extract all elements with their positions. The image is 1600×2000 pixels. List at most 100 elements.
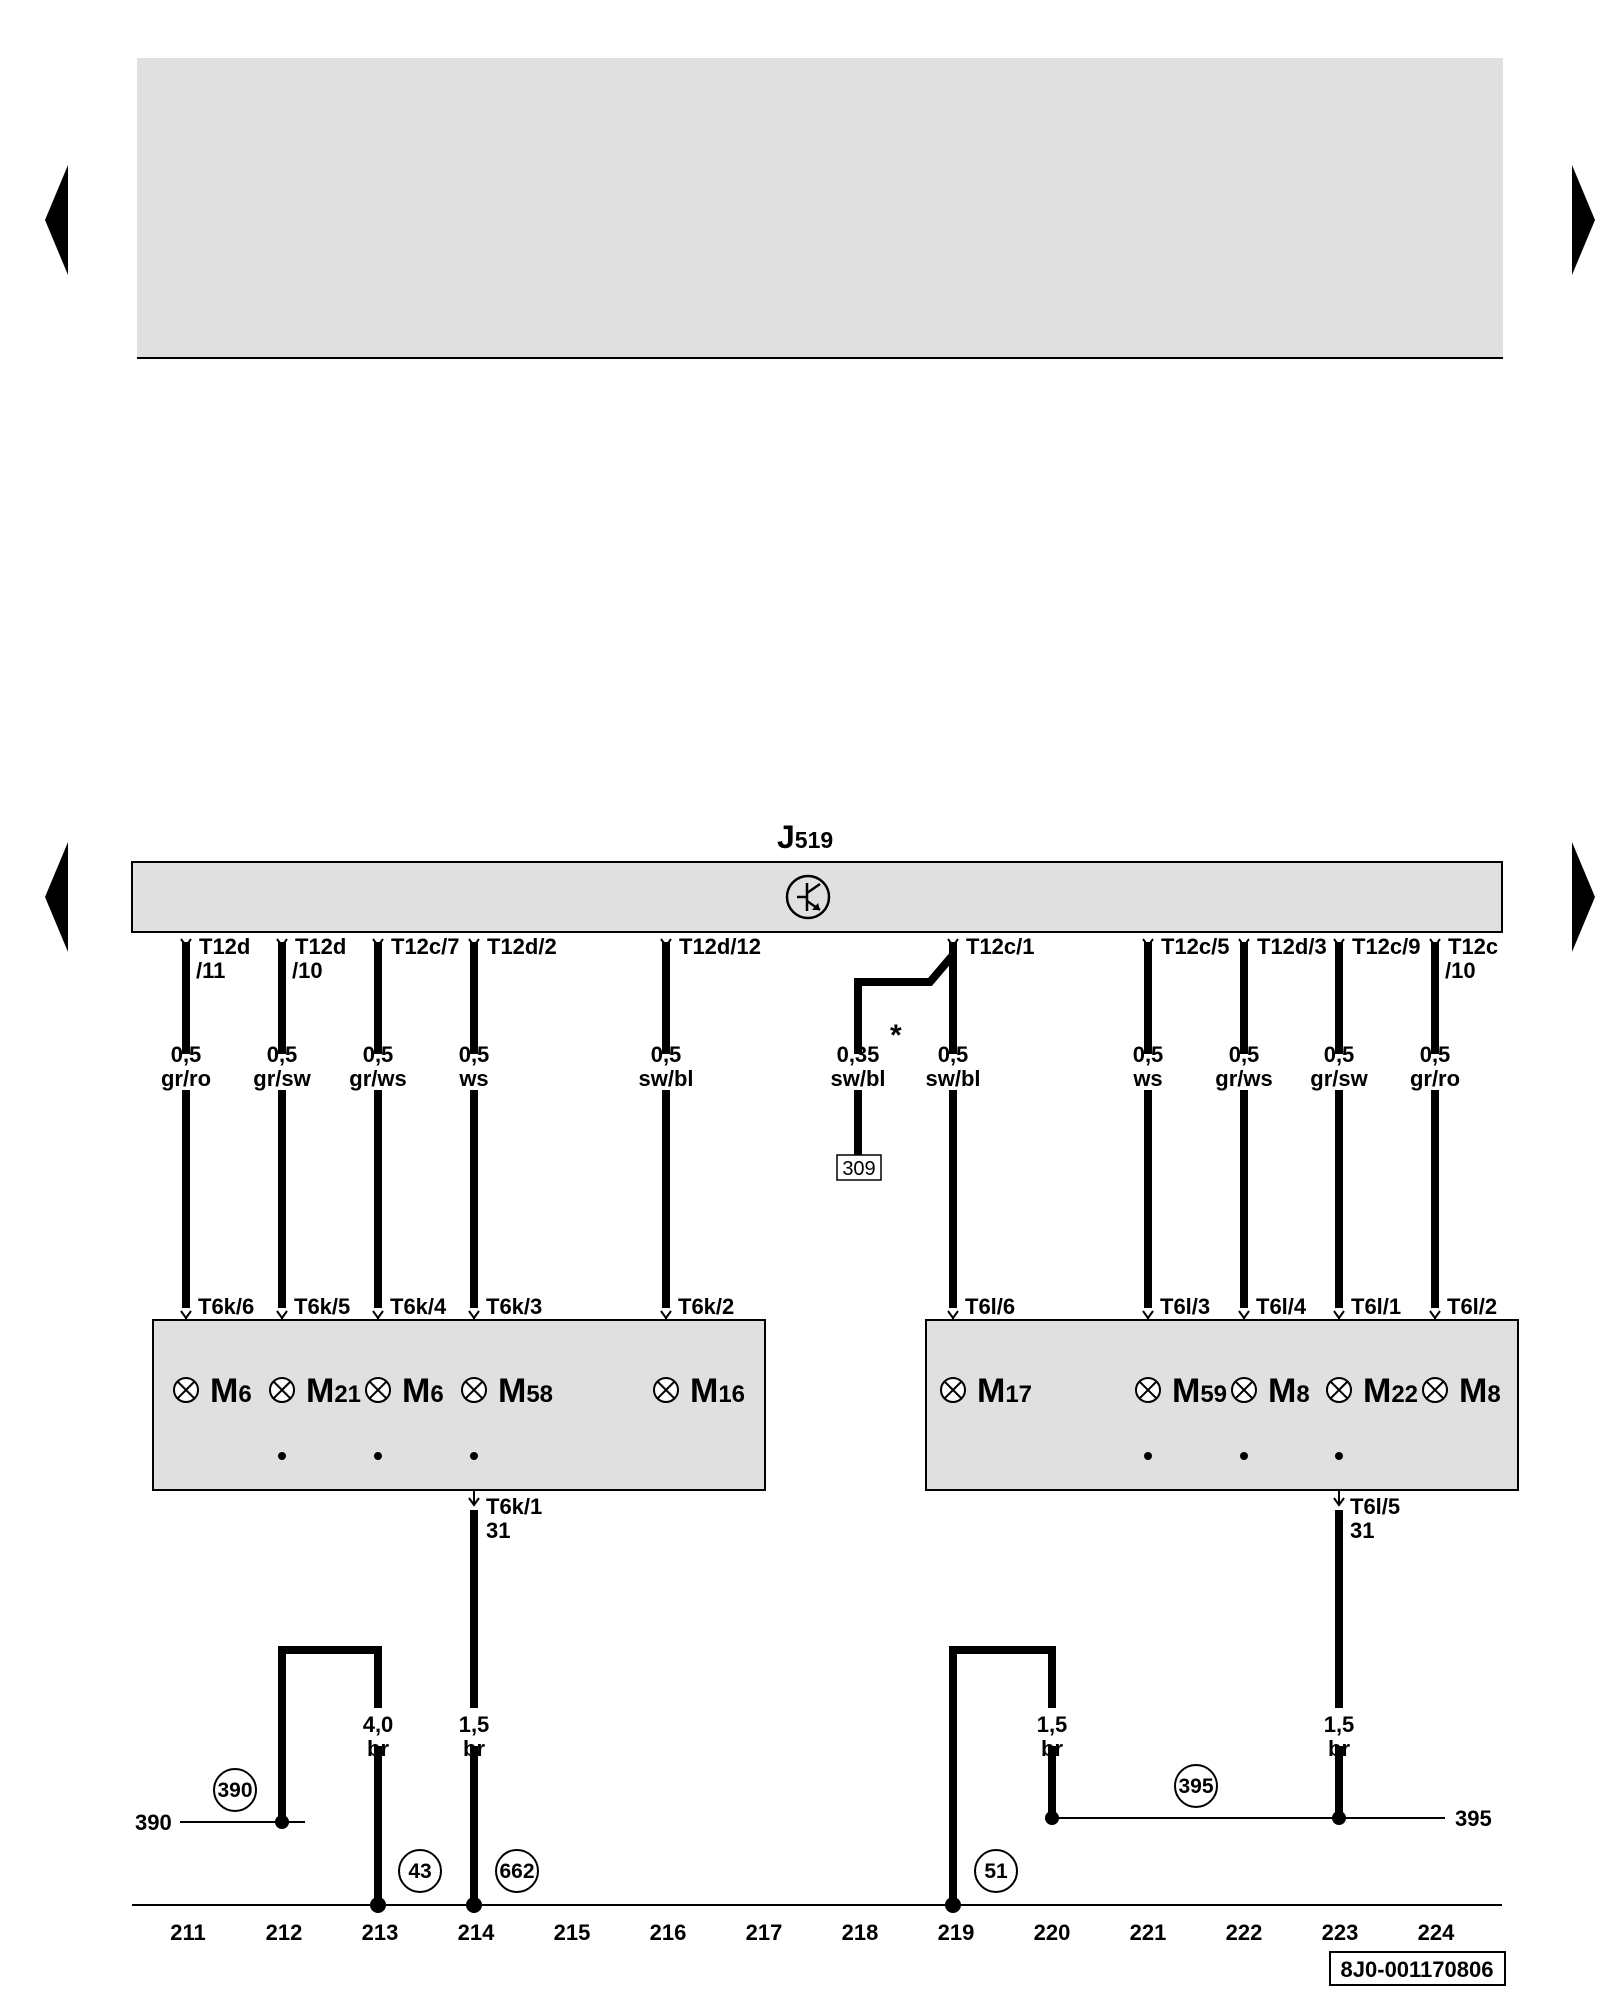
bulb-label: M8: [1268, 1372, 1310, 1410]
bulb-connector-label: T6l/2: [1447, 1294, 1497, 1319]
wire-size-label: 0,35: [837, 1042, 880, 1067]
wire-size-label: 0,5: [267, 1042, 298, 1067]
wire-size-label: 0,5: [459, 1042, 490, 1067]
connector-arrow-bottom: [180, 1310, 192, 1320]
wire-colour-label: sw/bl: [925, 1066, 980, 1091]
branch-wire-upper: [854, 952, 957, 1054]
connector-arrow-bottom: [276, 1310, 288, 1320]
ground-connector-pin: 31: [486, 1518, 510, 1543]
wire-colour-label: gr/ws: [1215, 1066, 1272, 1091]
ground-end-label-left: 390: [135, 1810, 172, 1835]
track-number: 212: [266, 1920, 303, 1945]
ground-wire-212-213: [278, 1646, 382, 1818]
ground-point-ring-label: 51: [984, 1860, 1008, 1883]
ground-point-ring-label: 662: [499, 1860, 534, 1883]
wire-colour-label: gr/ws: [349, 1066, 406, 1091]
wire-size-label: 1,5: [1037, 1712, 1068, 1737]
diagram-code: 8J0-001170806: [1341, 1957, 1494, 1982]
ground-connector-pin: 31: [1350, 1518, 1374, 1543]
connector-arrow-top: [1238, 938, 1250, 948]
connector-arrow-top: [468, 938, 480, 948]
top-connector-label: T12d/12: [679, 934, 761, 959]
bulb-connector-label: T6k/4: [390, 1294, 447, 1319]
wire-size-label: 1,5: [459, 1712, 490, 1737]
connector-arrow-top: [1333, 938, 1345, 948]
ground-point-ring: [974, 1849, 1018, 1893]
connector-arrow-bottom: [660, 1310, 672, 1320]
junction-dot: [1240, 1452, 1248, 1460]
junction-dot: [1335, 1452, 1343, 1460]
bulb-symbol-cross: [1426, 1381, 1444, 1399]
wire-colour-label: br: [1041, 1736, 1063, 1761]
top-connector-label: T12d: [199, 934, 250, 959]
track-number: 214: [458, 1920, 495, 1945]
bulb-connector-label: T6l/6: [965, 1294, 1015, 1319]
ground-connector-arrow: [468, 1497, 480, 1507]
bulb-symbol-cross: [465, 1381, 483, 1399]
track-number: 211: [170, 1920, 206, 1945]
connector-arrow-bottom: [1429, 1310, 1441, 1320]
wire-colour-label: gr/ro: [161, 1066, 211, 1091]
ground-point-ring: [213, 1768, 257, 1812]
wire-size-label: 0,5: [1324, 1042, 1355, 1067]
connectors-layer: [173, 938, 1448, 1913]
connector-arrow-bottom: [1238, 1310, 1250, 1320]
bulb-label: M22: [1363, 1372, 1418, 1410]
top-connector-label: T12c/1: [966, 934, 1035, 959]
bulb-label: M6: [402, 1372, 444, 1410]
connector-arrow-bottom: [468, 1310, 480, 1320]
track-number: 224: [1418, 1920, 1455, 1945]
ground-connector-label: T6k/1: [486, 1494, 542, 1519]
connector-arrow-top: [1429, 938, 1441, 948]
connector-arrow-top: [180, 938, 192, 948]
nav-prev-top[interactable]: [45, 165, 68, 275]
wire-colour-label: gr/sw: [253, 1066, 311, 1091]
track-number: 217: [746, 1920, 783, 1945]
ground-point-dot: [945, 1897, 961, 1913]
wire-size-label: 1,5: [1324, 1712, 1355, 1737]
track-number: 223: [1322, 1920, 1359, 1945]
bulb-symbol-cross: [944, 1381, 962, 1399]
bulb-symbol-cross: [1139, 1381, 1157, 1399]
ground-point-dot: [466, 1897, 482, 1913]
bulb-symbol-cross: [369, 1381, 387, 1399]
track-number: 218: [842, 1920, 879, 1945]
wire-colour-label: br: [367, 1736, 389, 1761]
bulb-connector-label: T6l/1: [1351, 1294, 1401, 1319]
ground-connector-arrow: [1333, 1497, 1345, 1507]
connector-arrow-bottom: [372, 1310, 384, 1320]
control-unit-bar: [131, 861, 1503, 933]
nav-next-bottom[interactable]: [1572, 842, 1595, 952]
junction-dot: [470, 1452, 478, 1460]
track-number: 219: [938, 1920, 975, 1945]
wire-size-label: 4,0: [363, 1712, 394, 1737]
bulb-symbol-cross: [273, 1381, 291, 1399]
bulb-symbol-cross: [1235, 1381, 1253, 1399]
bulb-housings: [152, 1319, 1519, 1491]
top-connector-label: T12c/7: [391, 934, 460, 959]
top-connector-label: T12d/2: [487, 934, 557, 959]
junction-dot: [1144, 1452, 1152, 1460]
nav-next-top[interactable]: [1572, 165, 1595, 275]
bulb-label: M59: [1172, 1372, 1227, 1410]
bulb-connector-label: T6k/3: [486, 1294, 542, 1319]
ground-point-ring-label: 395: [1178, 1775, 1213, 1798]
ground-junction: [1045, 1811, 1059, 1825]
top-connector-label: T12c/5: [1161, 934, 1230, 959]
top-connector-label-line2: /10: [292, 958, 323, 983]
bulb-connector-label: T6k/6: [198, 1294, 254, 1319]
nav-prev-bottom[interactable]: [45, 842, 68, 952]
ground-end-label-right: 395: [1455, 1806, 1492, 1831]
bulb-symbol-cross: [657, 1381, 675, 1399]
connector-arrow-top: [660, 938, 672, 948]
ref-box-309-label: 309: [842, 1158, 875, 1180]
wire-colour-label: gr/sw: [1310, 1066, 1368, 1091]
asterisk-note: *: [890, 1019, 902, 1052]
bulb-housing-left: [152, 1319, 766, 1491]
top-connector-label-line2: /10: [1445, 958, 1476, 983]
ground-point-ring-label: 390: [217, 1779, 252, 1802]
junction-dot: [278, 1452, 286, 1460]
ground-junction: [1332, 1811, 1346, 1825]
ground-point-ring: [1174, 1764, 1218, 1808]
